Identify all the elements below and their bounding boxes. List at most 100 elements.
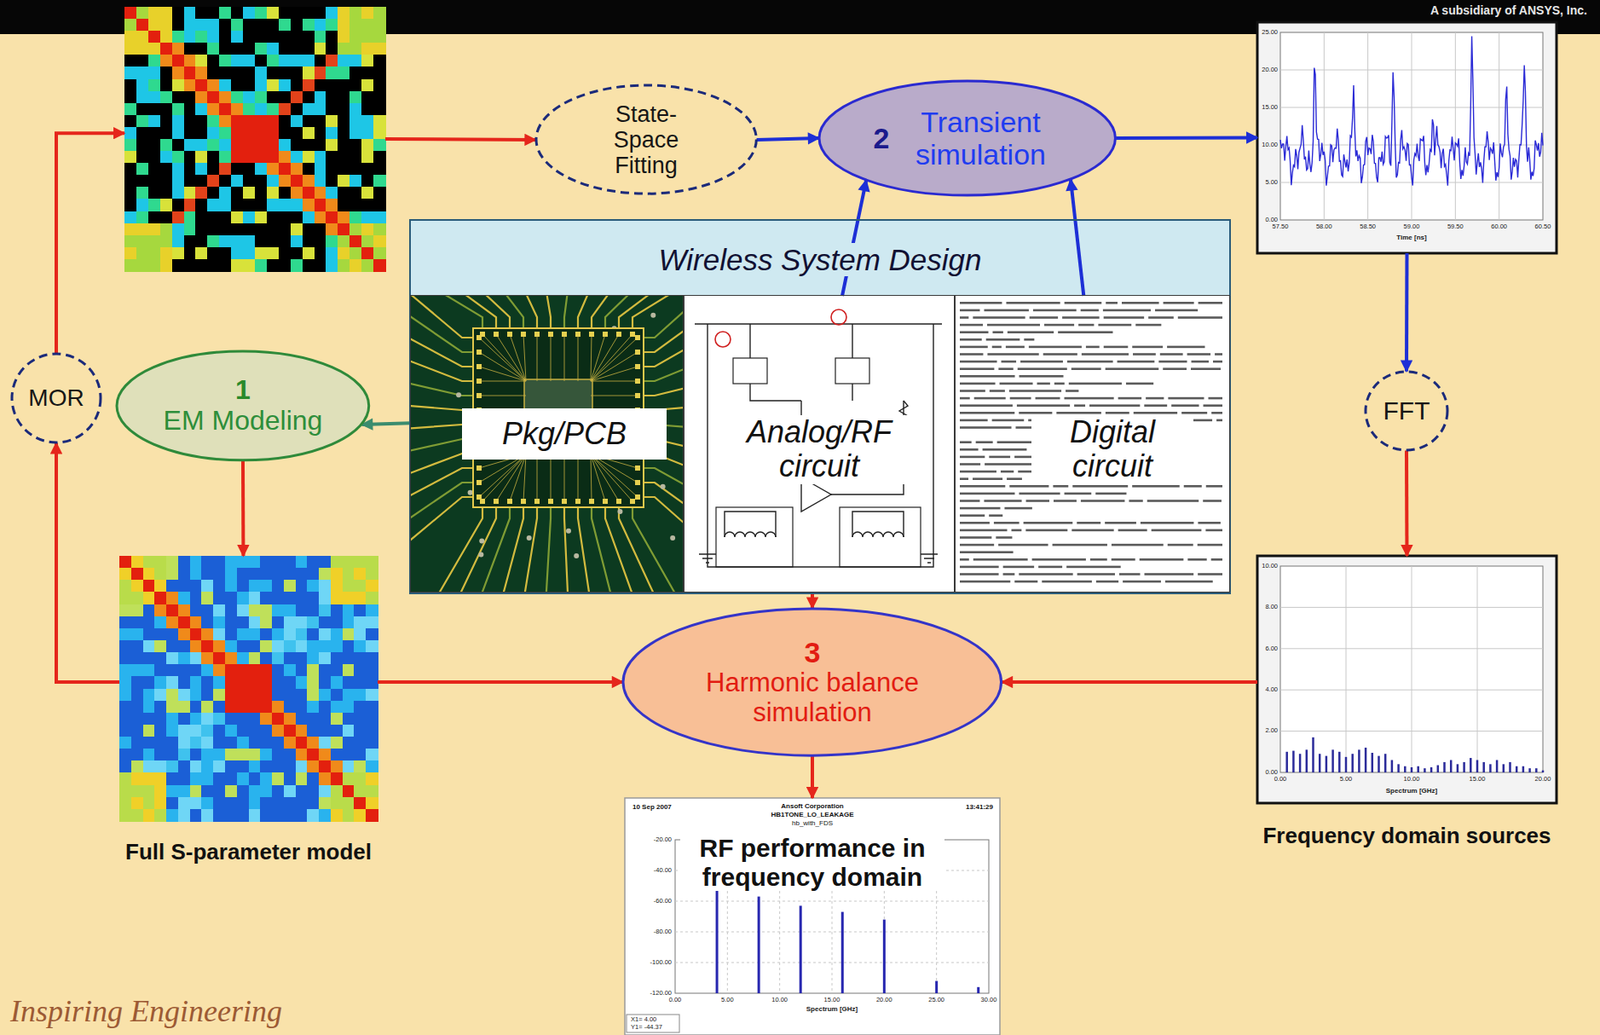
chip-pad (629, 331, 636, 337)
pcb-via (670, 535, 676, 541)
matrix-cell (295, 772, 308, 786)
label-holder: Spectrum [GHz] (806, 1005, 858, 1014)
netlist-line (1167, 397, 1204, 400)
spectrum-line (1508, 762, 1512, 773)
netlist-line (1105, 411, 1130, 415)
matrix-cell (148, 115, 161, 128)
process-ellipse: 1EM Modeling (115, 349, 371, 463)
spectrum-line (1357, 749, 1361, 773)
netlist-line (959, 499, 980, 503)
tick-label: 5.00 (721, 996, 734, 1004)
matrix-cell (184, 198, 197, 212)
matrix-cell (225, 808, 237, 822)
netlist-line (1023, 338, 1034, 341)
matrix-cell (254, 18, 267, 32)
matrix-cell (318, 785, 331, 798)
netlist-line (1147, 499, 1199, 503)
matrix-cell (295, 712, 308, 726)
matrix-cell (124, 223, 137, 237)
matrix-cell (306, 748, 319, 762)
matrix-cell (178, 748, 191, 762)
matrix-cell (119, 555, 132, 569)
bond-wire (479, 352, 526, 382)
pcb-via (617, 508, 623, 515)
matrix-cell (148, 162, 161, 176)
netlist-line (1202, 499, 1222, 503)
matrix-cell (201, 736, 214, 750)
matrix-cell (283, 688, 296, 702)
pcb-trace (546, 507, 551, 592)
schematic-image: Analog/RF circuit (683, 295, 955, 592)
spectrum-line (1416, 766, 1420, 773)
schematic-wire (851, 323, 853, 359)
matrix-cell (207, 235, 220, 249)
matrix-cell (283, 724, 296, 738)
text-group: 1EM Modeling (163, 375, 324, 437)
spectrum-line (1515, 766, 1519, 773)
figure-caption: Full S-parameter model (125, 839, 372, 865)
matrix-cell (266, 138, 279, 152)
matrix-cell (172, 150, 185, 164)
matrix-cell (314, 162, 327, 176)
matrix-cell (349, 127, 362, 140)
netlist-line (1212, 360, 1223, 364)
matrix-cell (184, 6, 197, 20)
label-holder: A subsidiary of ANSYS, Inc. (1430, 4, 1588, 18)
matrix-cell (342, 772, 355, 786)
netlist-line (987, 352, 1039, 356)
matrix-plot (124, 6, 386, 272)
matrix-cell (178, 628, 191, 642)
matrix-cell (178, 640, 191, 653)
matrix-cell (195, 103, 208, 116)
matrix-cell (231, 186, 243, 200)
bond-wire (564, 334, 566, 382)
netlist-line (1184, 485, 1202, 488)
matrix-cell (119, 808, 132, 822)
matrix-cell (231, 103, 243, 116)
matrix-cell (236, 760, 249, 774)
label-holder: Spectrum [GHz] (1386, 787, 1438, 796)
matrix-cell (259, 712, 272, 726)
netlist-line (1016, 404, 1070, 407)
matrix-cell (225, 688, 237, 702)
matrix-cell (124, 150, 137, 164)
grid-line (675, 962, 989, 964)
matrix-cell (248, 616, 261, 630)
chart-header: Ansoft Corporation (780, 802, 844, 811)
matrix-cell (166, 772, 179, 786)
netlist-line (959, 352, 983, 356)
matrix-cell (119, 628, 132, 642)
matrix-cell (290, 259, 303, 272)
matrix-cell (131, 797, 144, 810)
matrix-cell (178, 652, 191, 665)
text-group: FFT (1383, 396, 1431, 426)
matrix-cell (337, 91, 350, 104)
netlist-line (959, 536, 992, 539)
bond-wire (590, 395, 638, 397)
connector-arrow (377, 680, 624, 684)
tick-label: 59.00 (1403, 223, 1421, 231)
bond-wire (537, 454, 538, 502)
chip-pad (635, 392, 641, 399)
label-holder: 0.00 (1274, 775, 1288, 783)
matrix-cell (361, 66, 374, 80)
matrix-cell (302, 223, 315, 237)
matrix-cell (225, 772, 237, 786)
pcb-trace (410, 482, 474, 522)
matrix-cell (207, 91, 220, 104)
matrix-cell (278, 91, 291, 104)
matrix-cell (254, 235, 267, 249)
matrix-cell (178, 736, 191, 750)
matrix-cell (213, 675, 226, 689)
matrix-cell (184, 127, 197, 140)
pcb-trace (410, 358, 474, 382)
matrix-cell (295, 797, 308, 810)
matrix-cell (219, 198, 232, 212)
matrix-cell (242, 54, 255, 68)
netlist-line (1076, 521, 1101, 525)
netlist-line (995, 536, 1012, 539)
matrix-cell (236, 616, 249, 630)
image-label: Analog/RF circuit (712, 415, 926, 485)
matrix-cell (373, 162, 386, 176)
matrix-cell (259, 688, 272, 702)
